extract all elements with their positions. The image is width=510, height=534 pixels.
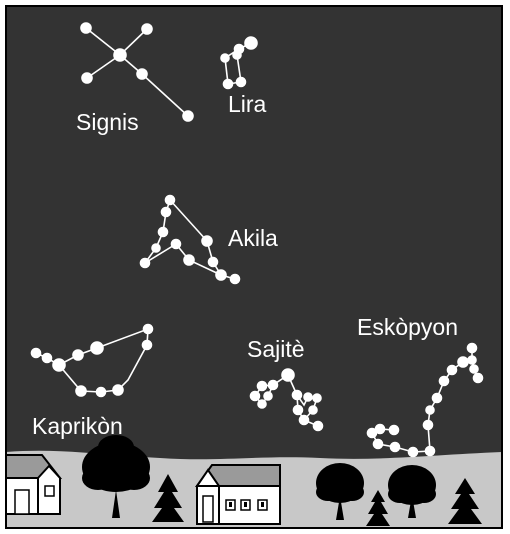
house-center	[197, 465, 280, 524]
label-scorpius: Eskòpyon	[357, 314, 458, 340]
label-cygnus: Signis	[76, 109, 139, 135]
label-capricornus: Kaprikòn	[32, 413, 123, 439]
label-lyra: Lira	[228, 91, 267, 117]
label-sagitta: Sajitè	[247, 336, 305, 362]
label-aquila: Akila	[228, 225, 278, 251]
